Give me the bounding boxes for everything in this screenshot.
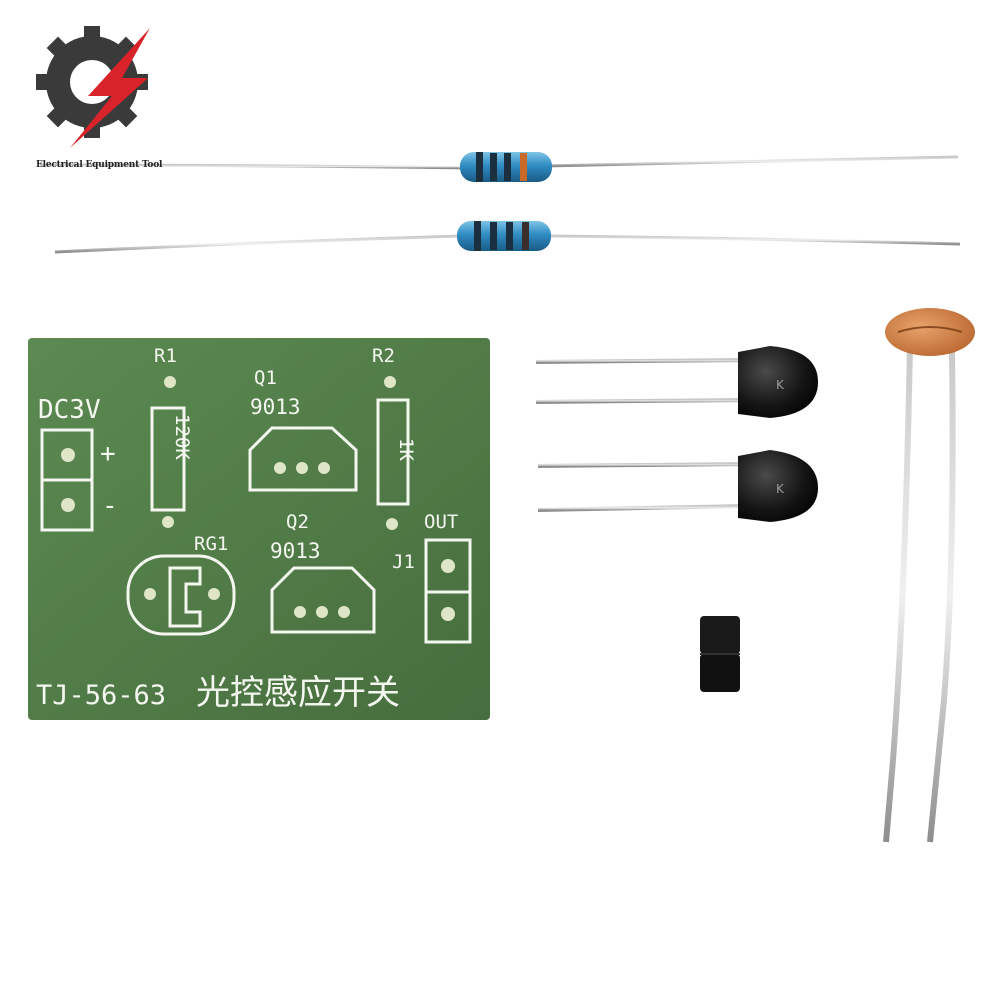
resistor-2	[54, 221, 961, 254]
brand-name: Electrical Equipment Tool	[36, 160, 163, 170]
transistor-1: K	[535, 346, 818, 418]
brand-logo	[36, 26, 150, 148]
pcb-label-rg1: RG1	[194, 533, 228, 555]
pcb-label-title-cn: 光控感应开关	[196, 673, 400, 713]
pcb-label-r2: R2	[372, 345, 395, 367]
pcb-board: DC3V + - R1 120K Q1 9013 R2 1K Q2 9013 R…	[28, 338, 490, 720]
pcb-label-r1: R1	[154, 345, 177, 367]
transistor-2-mark: K	[776, 482, 785, 496]
transistor-2: K	[537, 450, 818, 522]
pcb-label-q2-part: 9013	[270, 539, 321, 563]
pcb-label-q1: Q1	[254, 367, 277, 389]
pcb-label-power: DC3V	[38, 395, 101, 425]
resistor-1	[39, 152, 959, 182]
pcb-label-out: OUT	[424, 511, 458, 533]
transistor-1-mark: K	[776, 378, 785, 392]
photoresistor	[883, 308, 975, 843]
pcb-label-minus: -	[102, 491, 118, 521]
pcb-label-r2-value: 1K	[395, 438, 417, 461]
pcb-label-r1-value: 120K	[171, 414, 193, 460]
pcb-label-j1: J1	[392, 551, 415, 573]
pin-header	[618, 616, 782, 692]
pcb-label-plus: +	[100, 439, 116, 469]
pcb-label-q2: Q2	[286, 511, 309, 533]
pcb-label-q1-part: 9013	[250, 395, 301, 419]
lightning-icon	[70, 28, 150, 148]
pcb-label-model: TJ-56-63	[36, 680, 166, 711]
